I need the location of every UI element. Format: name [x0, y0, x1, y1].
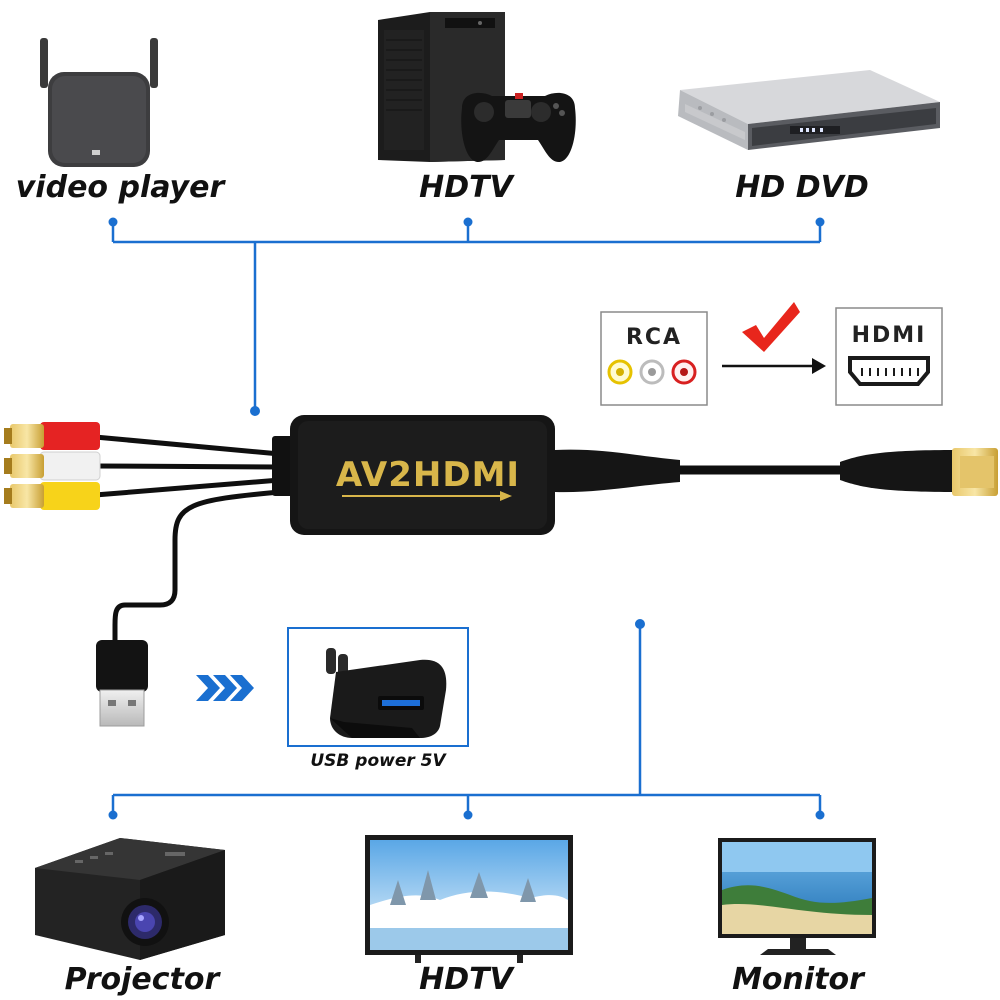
hdmi-label: HDMI	[851, 323, 927, 348]
conversion-arrow	[722, 358, 826, 374]
top-device-label-video-player: video player	[15, 170, 225, 205]
rca-yellow-plug	[4, 482, 100, 510]
top-connector-lines	[111, 222, 822, 410]
top-connector-dots	[108, 217, 825, 416]
red-check-icon	[742, 302, 800, 352]
adapter-cables	[92, 434, 845, 653]
bottom-device-label-hdtv: HDTV	[419, 962, 513, 997]
usb-power-box	[287, 627, 469, 747]
bottom-device-label-projector: Projector	[64, 962, 220, 997]
hd-dvd-device-icon	[678, 70, 940, 150]
top-device-label-hdtv: HDTV	[419, 170, 513, 205]
rca-red-plug	[4, 422, 100, 450]
bottom-connector-dots	[108, 619, 825, 820]
rca-signal-box	[600, 311, 708, 406]
hdtv-bottom-device-icon	[365, 835, 573, 963]
top-device-label-hd-dvd: HD DVD	[735, 170, 869, 205]
usb-power-label: USB power 5V	[310, 751, 446, 771]
usb-plug	[96, 640, 148, 727]
av2hdmi-adapter	[272, 415, 680, 535]
rca-label: RCA	[625, 325, 683, 350]
bottom-device-label-monitor: Monitor	[732, 962, 864, 997]
hdmi-signal-box	[835, 307, 943, 406]
hdmi-plug	[840, 448, 998, 496]
chevron-right-icon	[196, 675, 254, 701]
hdtv-top-device-icon	[378, 12, 576, 163]
video-player-device-icon	[40, 38, 158, 167]
rca-white-plug	[4, 451, 101, 481]
adapter-logo-text: AV2HDMI	[336, 455, 520, 495]
monitor-device-icon	[718, 838, 876, 955]
projector-device-icon	[35, 838, 225, 960]
